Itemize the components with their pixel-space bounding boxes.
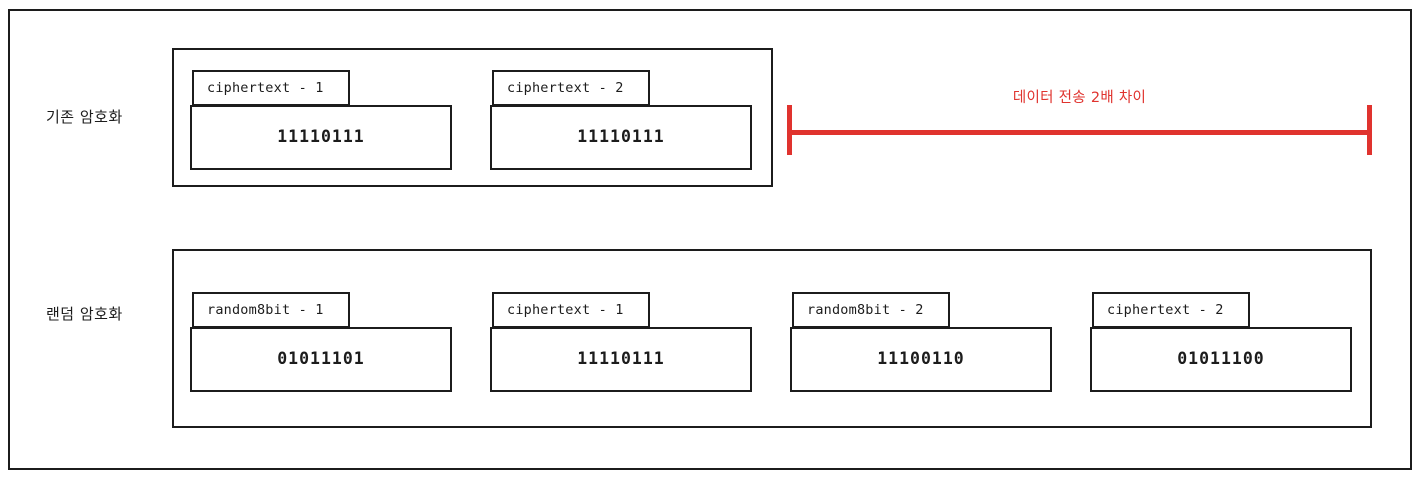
packet-value: 01011100 (1177, 349, 1265, 368)
packet-tab-label: random8bit - 2 (807, 302, 924, 318)
data-transfer-annotation-label: 데이터 전송 2배 차이 (1012, 90, 1147, 106)
packet-value-box: 11110111 (190, 105, 452, 170)
packet-value: 01011101 (277, 349, 365, 368)
bracket-cap-left (787, 105, 792, 155)
packet-value-box: 11110111 (490, 327, 752, 392)
packet-value: 11110111 (577, 127, 665, 146)
packet-value-box: 11110111 (490, 105, 752, 170)
packet-value-box: 11100110 (790, 327, 1052, 392)
packet-value-box: 01011100 (1090, 327, 1352, 392)
packet-value: 11110111 (577, 349, 665, 368)
packet-tab-label: ciphertext - 1 (207, 80, 324, 96)
group-legacy-encryption: ciphertext - 1 11110111 ciphertext - 2 1… (172, 48, 773, 187)
packet-tab-label: ciphertext - 2 (1107, 302, 1224, 318)
packet-value-box: 01011101 (190, 327, 452, 392)
packet-tab: ciphertext - 2 (492, 70, 650, 106)
packet-tab: ciphertext - 2 (1092, 292, 1250, 328)
group-random-encryption: random8bit - 1 01011101 ciphertext - 1 1… (172, 249, 1372, 428)
packet-tab-label: ciphertext - 1 (507, 302, 624, 318)
row-label-random-encryption: 랜덤 암호화 (46, 305, 123, 323)
packet-tab: ciphertext - 1 (192, 70, 350, 106)
packet-tab: random8bit - 1 (192, 292, 350, 328)
data-transfer-bracket (787, 105, 1372, 155)
bracket-bar (787, 130, 1372, 135)
packet-tab: ciphertext - 1 (492, 292, 650, 328)
outer-frame (8, 9, 1412, 470)
packet-tab: random8bit - 2 (792, 292, 950, 328)
packet-tab-label: random8bit - 1 (207, 302, 324, 318)
packet-tab-label: ciphertext - 2 (507, 80, 624, 96)
row-label-legacy-encryption: 기존 암호화 (46, 108, 123, 126)
packet-value: 11100110 (877, 349, 965, 368)
bracket-cap-right (1367, 105, 1372, 155)
packet-value: 11110111 (277, 127, 365, 146)
